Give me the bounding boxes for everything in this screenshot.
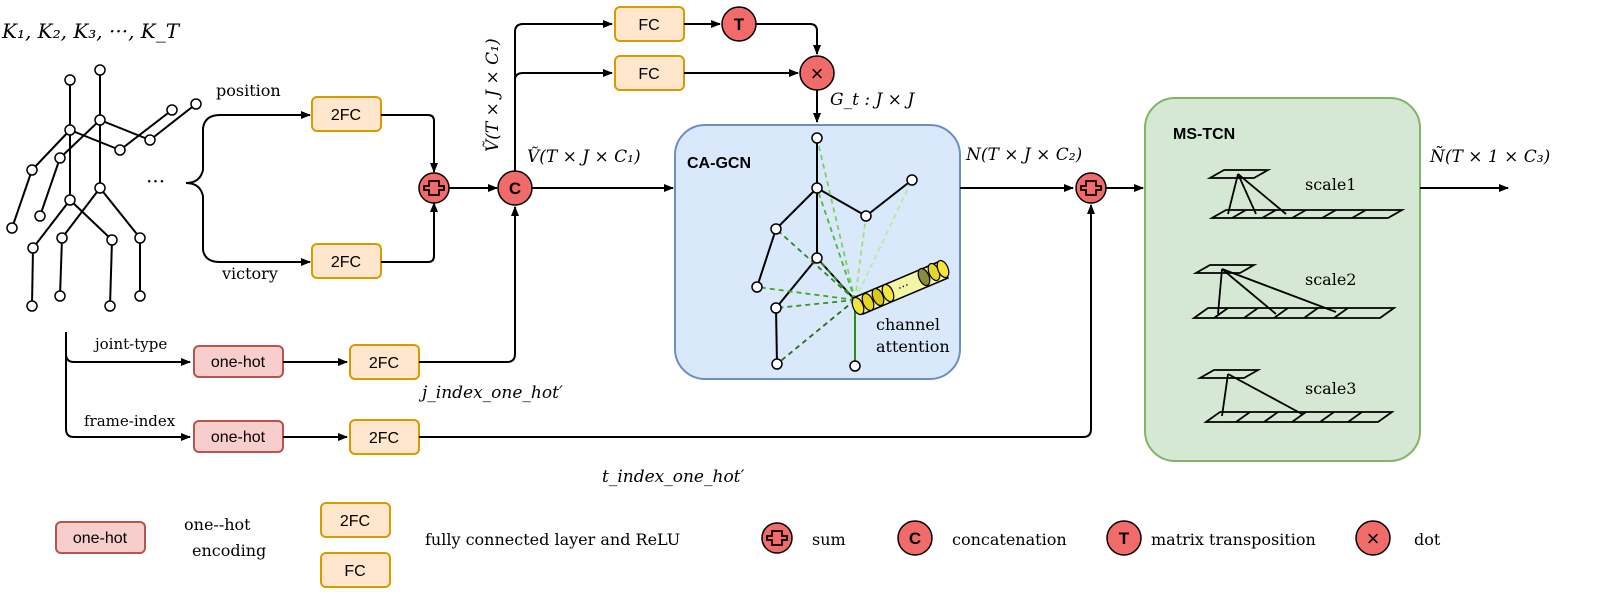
onehot-joint-label: one-hot — [211, 354, 266, 371]
fc2-position-label: 2FC — [331, 107, 361, 124]
skeleton-ellipsis: ··· — [146, 169, 165, 193]
dot-op-symbol: × — [811, 61, 824, 86]
n-out-label: N(T × J × C₂) — [965, 145, 1082, 165]
legend-concat-symbol: C — [909, 529, 921, 548]
mstcn-block — [1144, 97, 1421, 462]
v-tilde-vertical-label: Ṽ(T × J × C₁) — [482, 38, 503, 152]
branch-brace — [185, 114, 221, 263]
fc-mid-label: FC — [638, 66, 659, 83]
legend-dot-text: dot — [1414, 530, 1441, 549]
label-victory: victory — [221, 264, 278, 283]
tcn-scale-2-label: scale2 — [1305, 270, 1356, 289]
t-index-label: t_index_one_hot′ — [602, 467, 745, 487]
sum-op-1-plus — [423, 180, 445, 196]
label-position: position — [216, 81, 281, 100]
transpose-op-symbol: T — [734, 15, 745, 34]
legend-fc-text: fully connected layer and ReLU — [425, 530, 680, 549]
fc2-victory-label: 2FC — [331, 254, 361, 271]
cagcn-attention-edges — [756, 137, 913, 365]
legend-sum-icon — [761, 522, 793, 554]
gt-label: G_t : J × J — [830, 90, 915, 110]
onehot-frame-label: one-hot — [211, 429, 266, 446]
legend-sum-text: sum — [812, 530, 846, 549]
legend: one-hot one--hot encoding 2FC FC fully c… — [55, 502, 1441, 588]
cagcn-title: CA-GCN — [687, 155, 751, 172]
j-index-label: j_index_one_hot′ — [418, 383, 563, 403]
legend-transpose-text: matrix transposition — [1151, 530, 1316, 549]
tcn-scale-3 — [1196, 369, 1395, 423]
label-joint-type: joint-type — [93, 335, 167, 353]
tcn-scale-2 — [1191, 264, 1397, 319]
skeleton-graphs — [11, 70, 197, 307]
tcn-scale-1-label: scale1 — [1305, 175, 1356, 194]
legend-onehot-text-2: encoding — [192, 541, 266, 560]
cagcn-joints — [751, 132, 918, 372]
legend-concat-text: concatenation — [952, 530, 1067, 549]
channel-attention-label-2: attention — [876, 337, 950, 356]
keyframes-label: K₁, K₂, K₃, ···, K_T — [1, 19, 181, 43]
legend-onehot-box-label: one-hot — [73, 530, 128, 547]
legend-dot-symbol: × — [1367, 526, 1380, 551]
legend-concat-icon — [897, 520, 933, 556]
legend-dot-icon — [1355, 520, 1391, 556]
legend-fc2-box — [320, 502, 391, 538]
tcn-scale-3-label: scale3 — [1305, 379, 1356, 398]
legend-transpose-icon — [1106, 520, 1142, 556]
tcn-scale-1 — [1206, 169, 1406, 219]
concat-op-symbol: C — [509, 179, 521, 198]
v-tilde-label: Ṽ(T × J × C₁) — [527, 146, 641, 167]
legend-fc-box — [320, 552, 391, 588]
skeleton-joints — [6, 64, 202, 312]
mstcn-title: MS-TCN — [1173, 126, 1235, 143]
fc2-joint-label: 2FC — [369, 355, 399, 372]
label-frame-index: frame-index — [84, 412, 176, 430]
fc-top-label: FC — [638, 17, 659, 34]
fc2-frame-label: 2FC — [369, 430, 399, 447]
legend-fc-label: FC — [344, 563, 365, 580]
legend-transpose-symbol: T — [1119, 529, 1130, 548]
n-tilde-label: Ñ(T × 1 × C₃) — [1429, 146, 1550, 167]
legend-onehot-text-1: one--hot — [184, 515, 251, 534]
legend-fc2-label: 2FC — [340, 513, 370, 530]
sum-op-2-plus — [1080, 180, 1102, 196]
channel-attention-label-1: channel — [876, 315, 940, 334]
legend-onehot-box — [55, 521, 146, 554]
channel-attention-vector — [851, 259, 950, 316]
channel-attention-ellipsis: ··· — [895, 278, 911, 295]
